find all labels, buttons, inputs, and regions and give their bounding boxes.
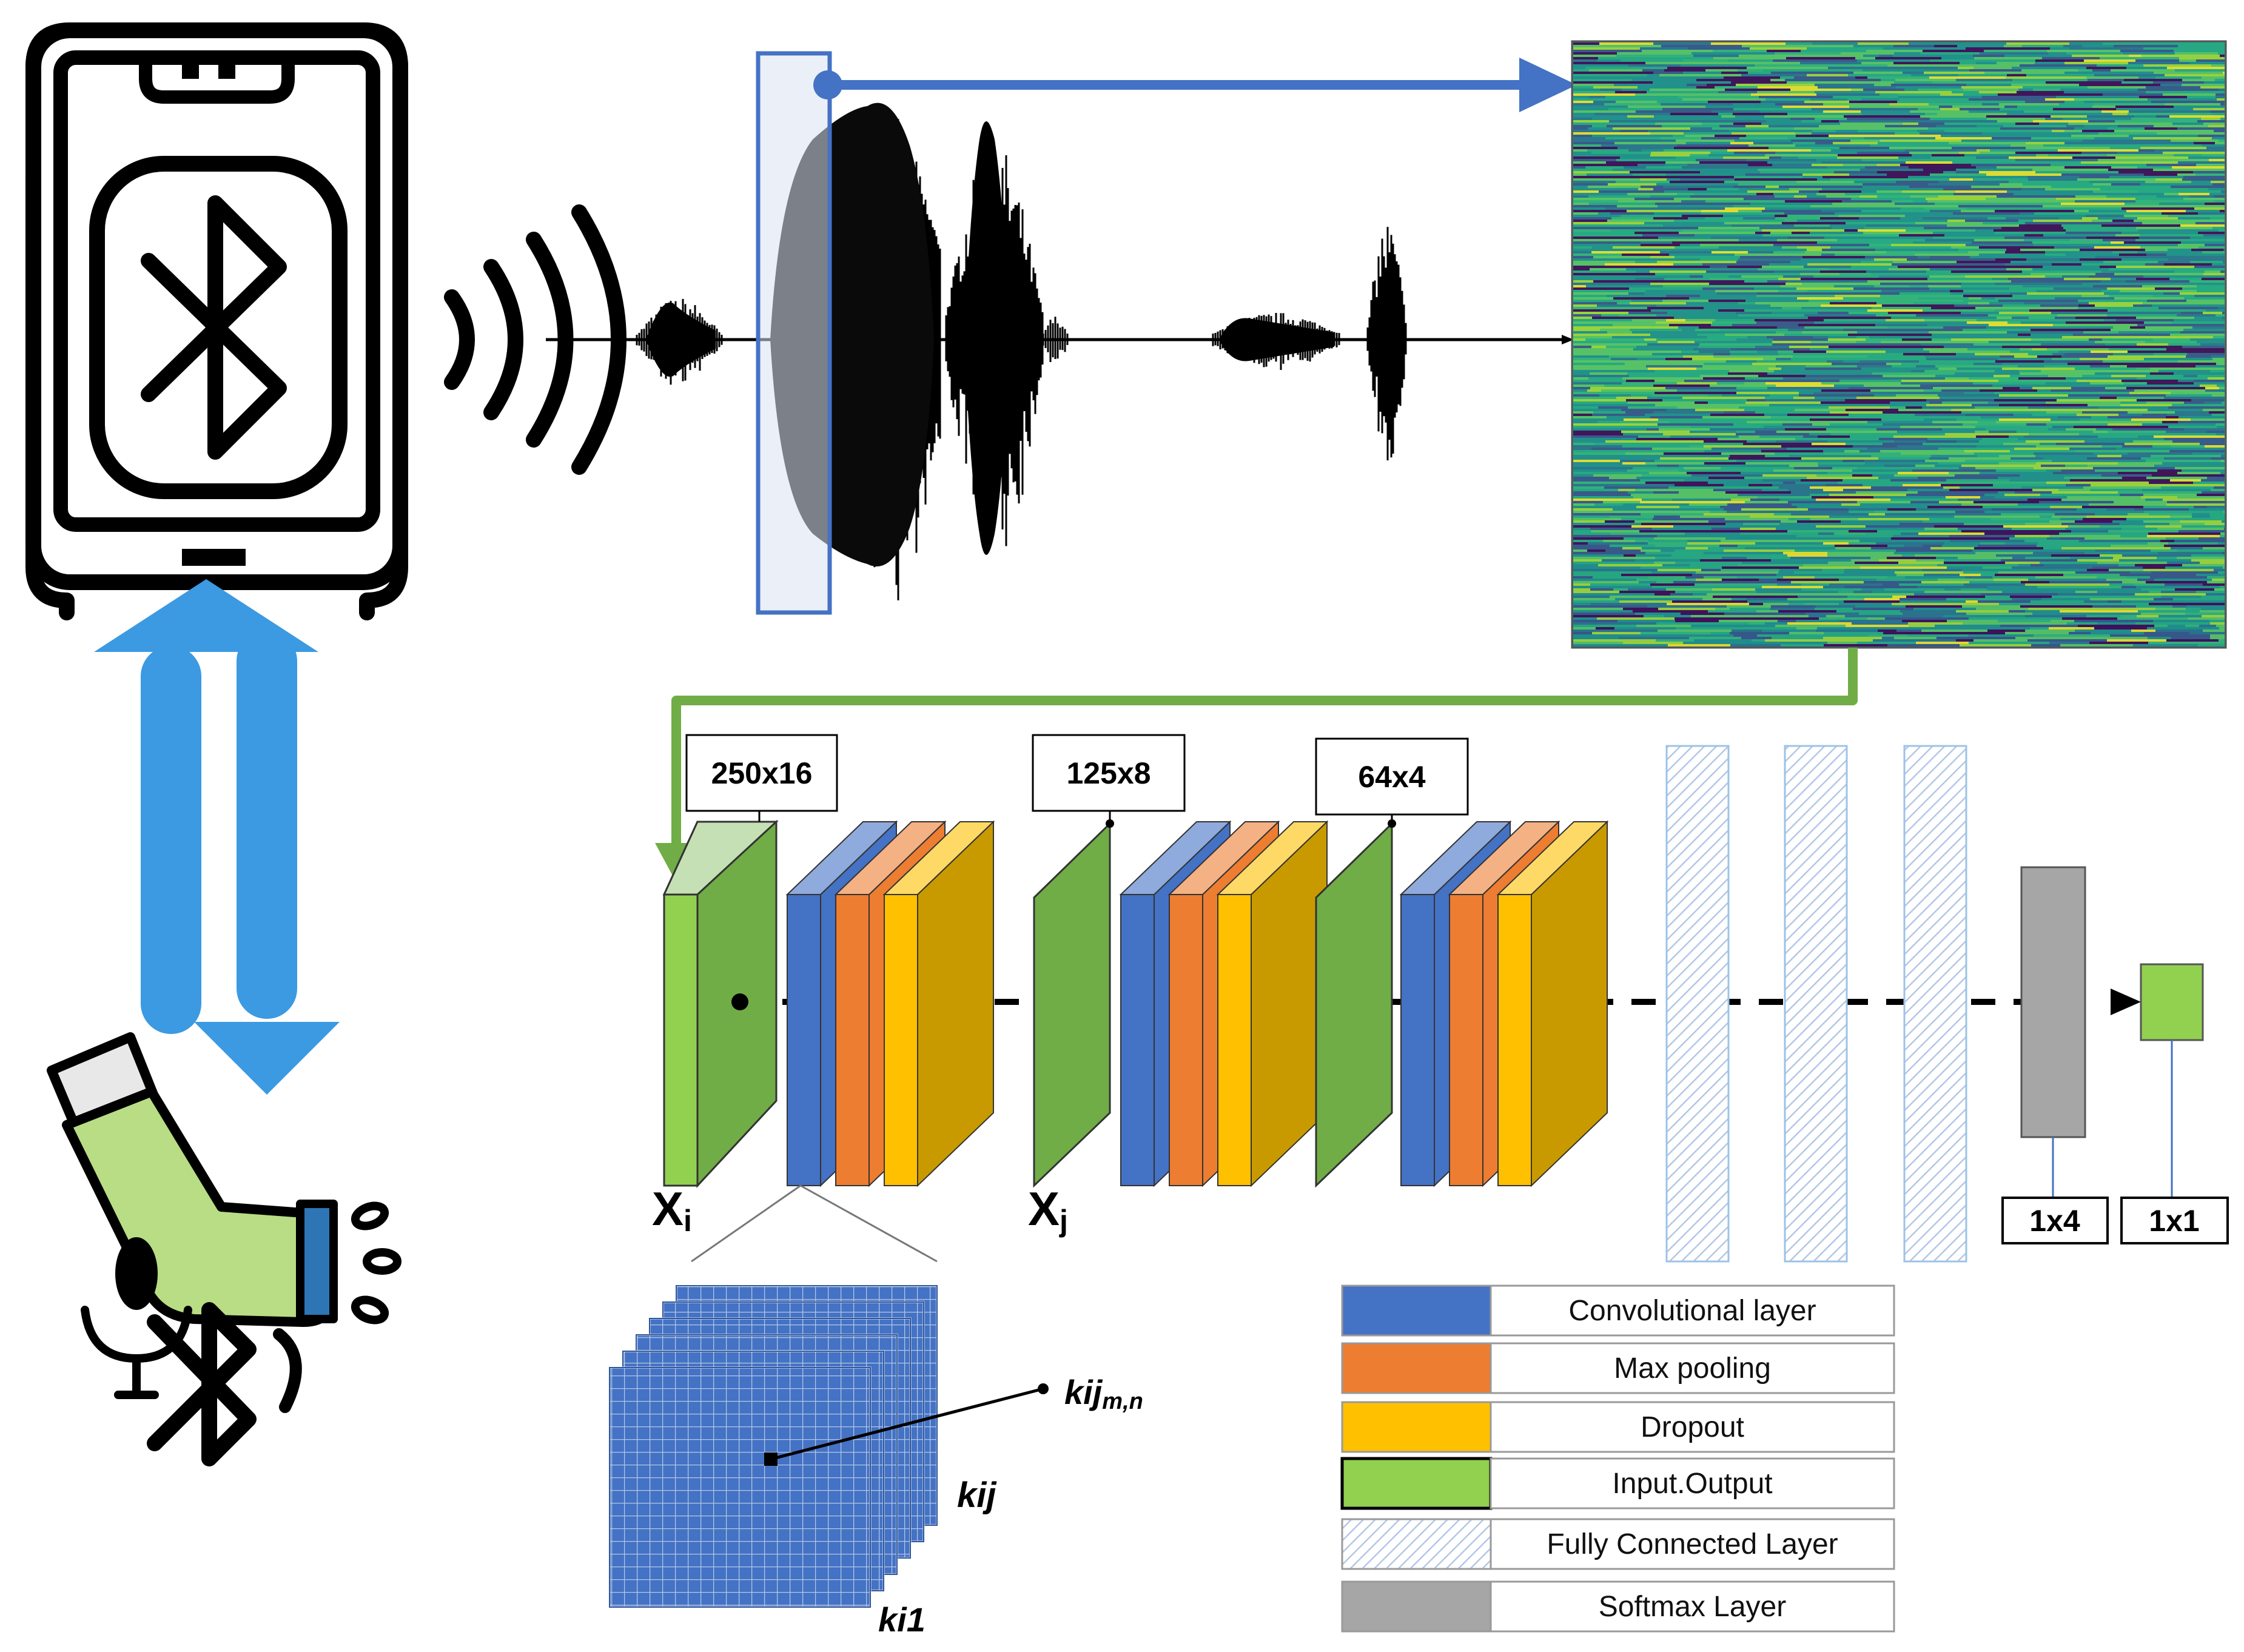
legend-item-io: Input.Output [1340,1457,1895,1510]
legend-label: Input.Output [1612,1468,1772,1500]
legend-label: Convolutional layer [1568,1295,1816,1327]
svg-text:250x16: 250x16 [711,756,813,790]
fc-layer-3 [1903,745,1967,1263]
audio-waveform [546,102,1574,600]
legend-label: Dropout [1641,1411,1744,1443]
fc-layer-1 [1665,745,1730,1263]
window-to-spectrogram-arrow [813,58,1577,112]
legend-label: Softmax Layer [1599,1591,1786,1623]
legend-item-dropout: Dropout [1341,1401,1895,1453]
dim-label-1: 250x16 [685,734,838,822]
kernel-element-label: kijm,n [1064,1373,1143,1414]
cnn-architecture: 250x16 125x8 64x4 1x4 1x1 Xi Xj [652,734,2229,1263]
legend-item-conv: Convolutional layer [1341,1284,1895,1337]
smartphone-bluetooth-icon [25,22,408,620]
legend-item-pool: Max pooling [1341,1342,1895,1394]
input-label: Xi [652,1182,692,1238]
dim-label-3: 64x4 [1315,737,1469,828]
legend-swatch [1341,1518,1492,1570]
legend-swatch [1340,1457,1493,1510]
analysis-window [756,51,832,615]
mid-label: Xj [1028,1182,1068,1238]
convolution-kernel-stack: kijm,n kij ki1 [608,1184,1143,1639]
legend-swatch [1341,1342,1492,1394]
dim-label-softmax: 1x4 [2001,1197,2109,1244]
svg-text:1x1: 1x1 [2149,1204,2199,1238]
legend-item-fc: Fully Connected Layer [1341,1518,1895,1570]
legend-swatch [1341,1580,1492,1633]
output-node [2140,963,2204,1041]
kernel-i1-label: ki1 [878,1600,925,1639]
svg-text:1x4: 1x4 [2029,1204,2080,1238]
legend-item-softmax: Softmax Layer [1341,1580,1895,1633]
legend-label: Max pooling [1614,1352,1771,1385]
spectrogram-heatmap [1571,40,2227,649]
legend-swatch [1341,1401,1492,1453]
bidirectional-data-arrows [94,579,340,1095]
legend-swatch [1341,1284,1492,1337]
fc-layer-2 [1784,745,1848,1263]
softmax-layer [2020,866,2086,1138]
dim-label-2: 125x8 [1032,734,1186,828]
legend-label: Fully Connected Layer [1547,1528,1838,1560]
kernel-ij-label: kij [957,1476,997,1515]
svg-text:125x8: 125x8 [1066,756,1151,790]
svg-text:64x4: 64x4 [1358,760,1425,794]
dim-label-output: 1x1 [2120,1197,2229,1244]
smart-inhaler-icon [47,1032,401,1466]
